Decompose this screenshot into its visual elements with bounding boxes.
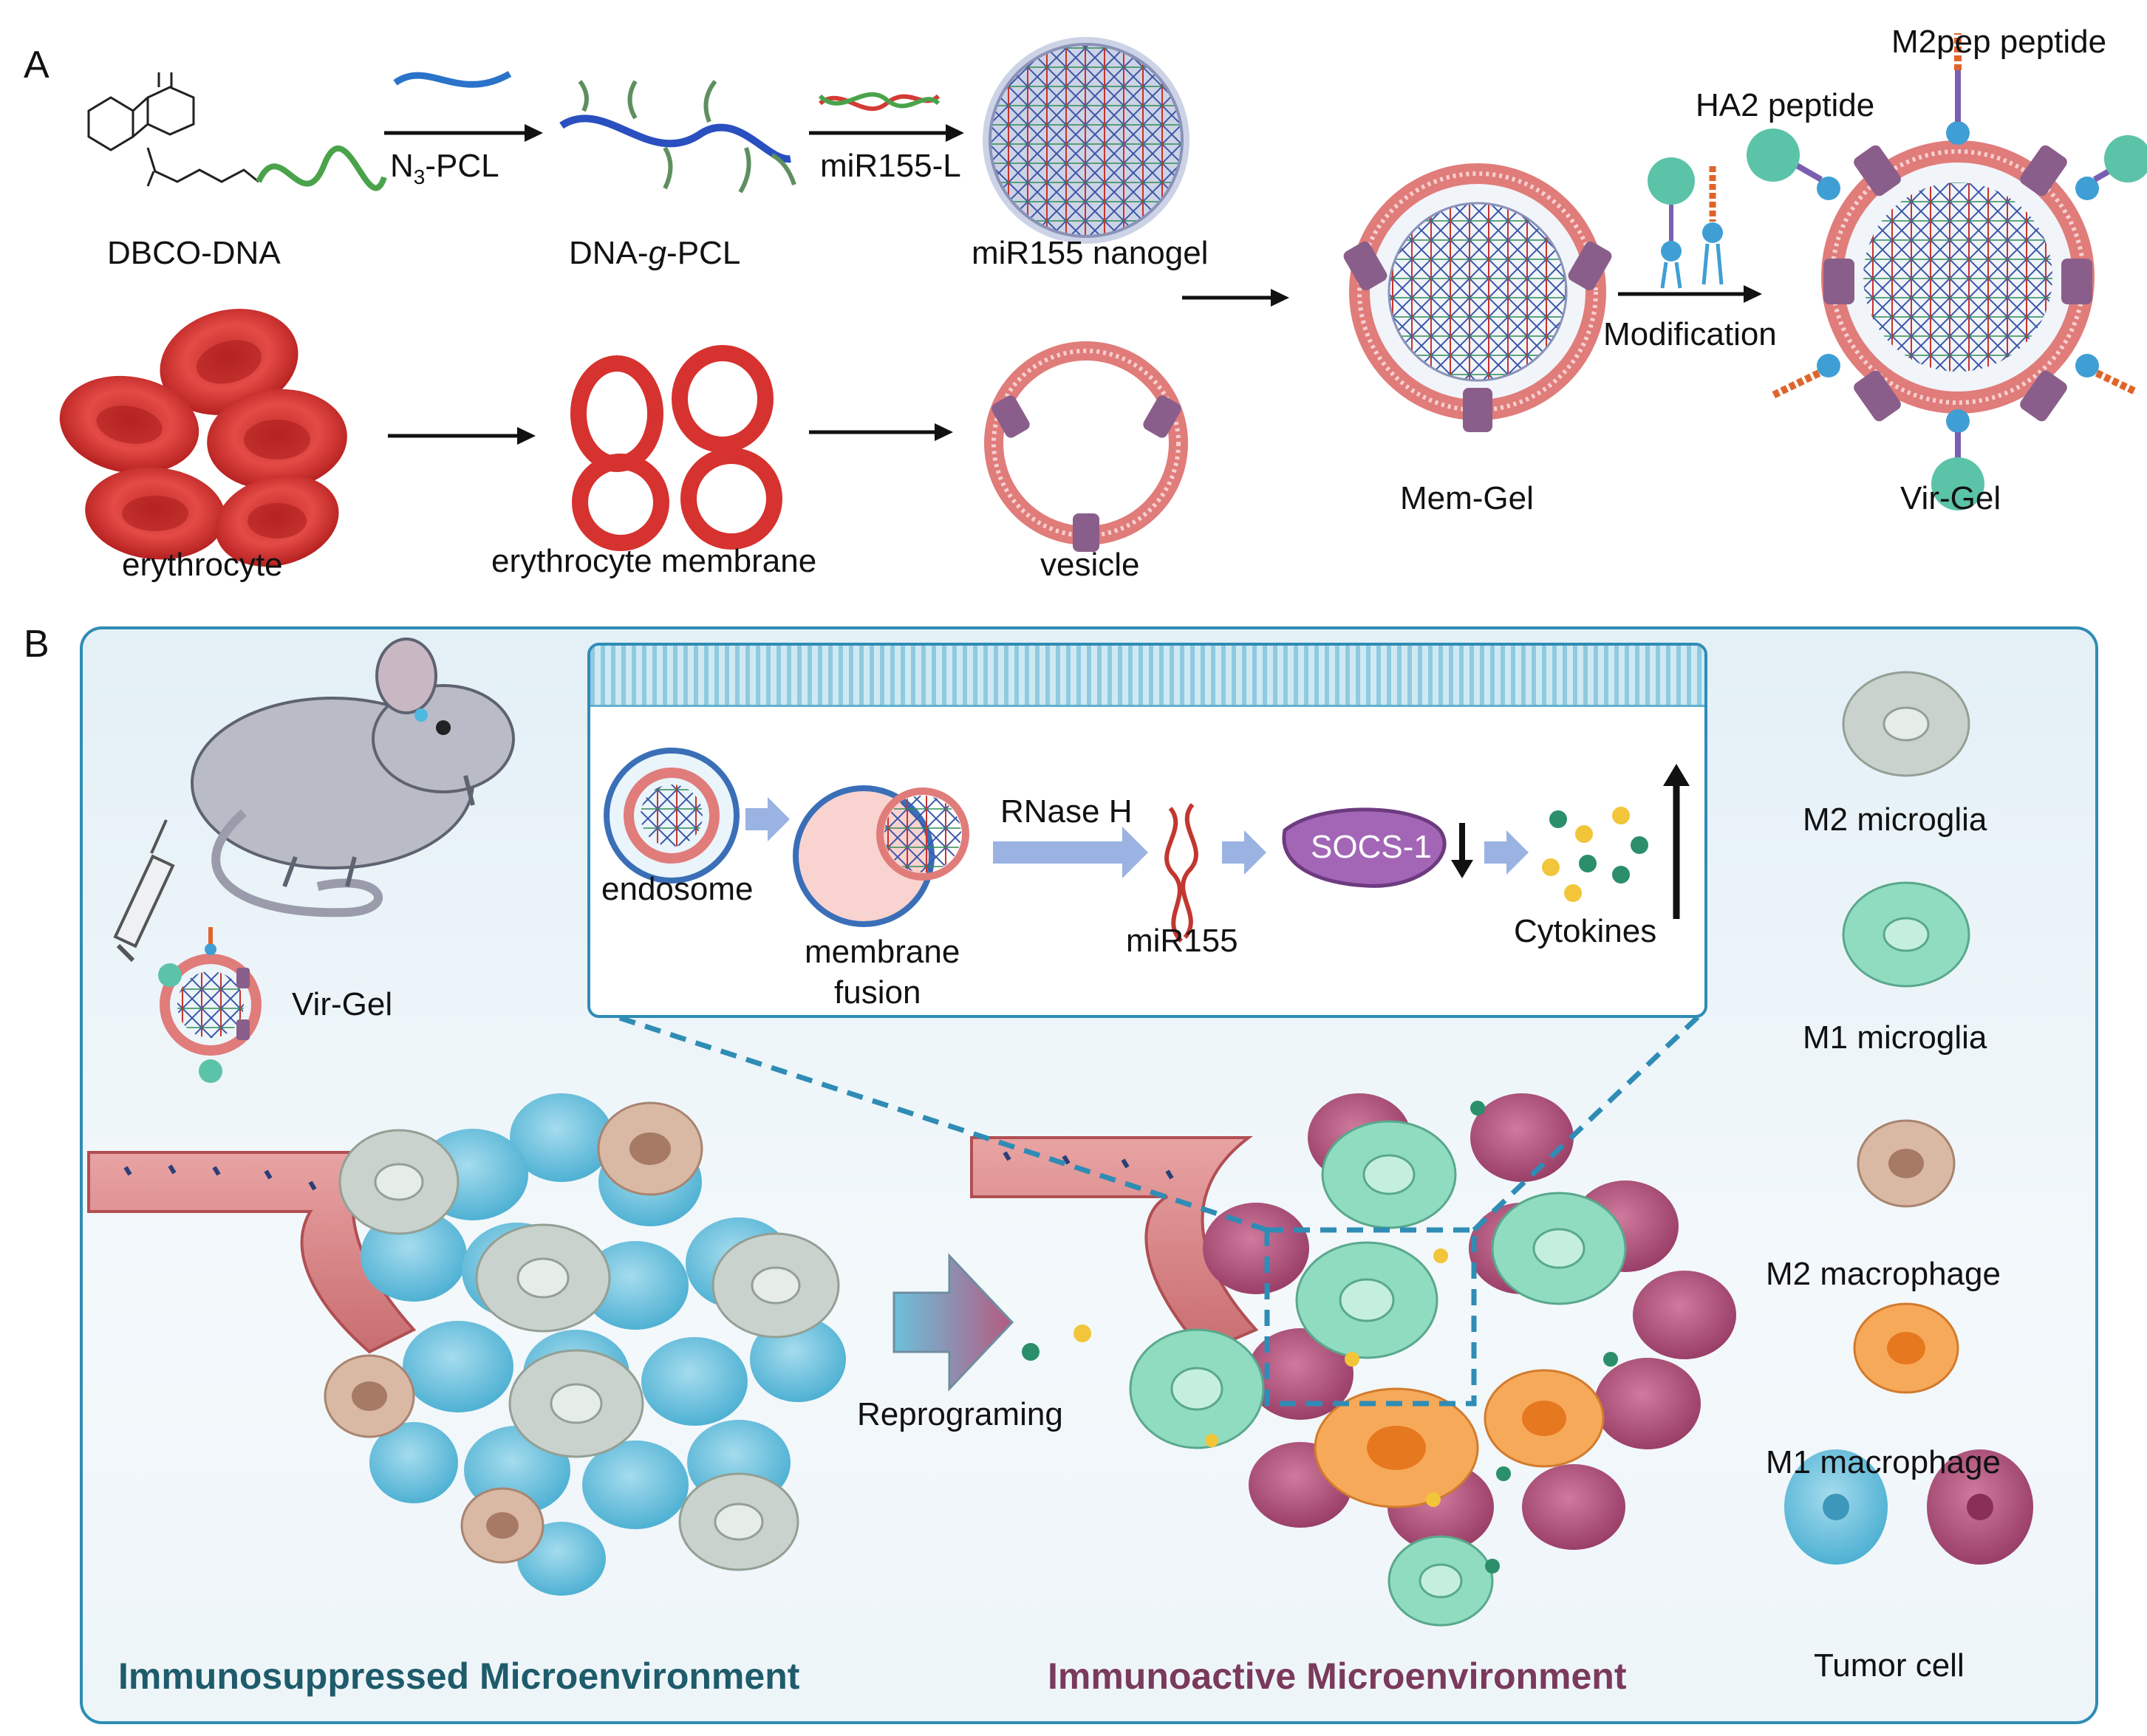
inset-arrow-2 [1222, 830, 1266, 875]
erythrocyte-label: erythrocyte [122, 547, 283, 583]
n3-pcl-curve [393, 71, 512, 88]
reprograming-label: Reprograming [857, 1396, 1063, 1432]
panel-a-label: A [24, 44, 50, 86]
arrow-a3 [388, 427, 536, 445]
inset-artwork [604, 748, 1690, 943]
panel-b-label: B [24, 623, 50, 666]
mir155-helix-icon [1164, 803, 1198, 943]
left-blood-vessel [87, 1151, 417, 1354]
vir-gel-small-label: Vir-Gel [292, 986, 393, 1022]
arrow-a4 [809, 423, 953, 441]
modification-reagents [1648, 157, 1724, 289]
vir-gel-large [1747, 33, 2147, 510]
mir155-nanogel [983, 37, 1189, 244]
right-blood-vessel [970, 1136, 1259, 1354]
dna-g-pcl-label: DNA-g-PCL [569, 235, 741, 271]
vir-gel-label: Vir-Gel [1900, 480, 2001, 516]
erythrocyte-membrane-rings [570, 345, 782, 551]
cytokine-dots [1542, 807, 1648, 902]
dbco-dna-structure [87, 72, 259, 187]
socs1-label: SOCS-1 [1311, 829, 1432, 865]
down-arrow-icon [1451, 823, 1473, 878]
legend-icons [1784, 671, 2033, 1565]
mir155-label: miR155 [1126, 923, 1238, 959]
immunosuppressed-title: Immunosuppressed Microenvironment [118, 1655, 800, 1697]
inset-arrow-1 [745, 797, 790, 841]
legend-m2-macrophage: M2 macrophage [1766, 1256, 2001, 1292]
legend-tumor-cell: Tumor cell [1814, 1647, 1965, 1684]
vir-gel-small [158, 927, 262, 1083]
dbco-dna-strand [256, 146, 387, 191]
mir155-l-helix [818, 92, 941, 112]
vesicle-label: vesicle [1040, 547, 1140, 583]
membrane-fusion-label-1: membrane [805, 934, 960, 970]
cell-membrane-band [590, 646, 1704, 707]
dna-g-pcl-structure [559, 80, 796, 194]
mir155-nanogel-label: miR155 nanogel [972, 235, 1209, 271]
rnase-h-arrow [993, 827, 1148, 878]
tumor-cluster-immunosuppressed [324, 1093, 846, 1596]
ha2-peptide-label: HA2 peptide [1696, 87, 1875, 123]
legend-m2-microglia: M2 microglia [1803, 802, 1987, 838]
legend-m1-macrophage: M1 macrophage [1766, 1444, 2001, 1480]
up-arrow-icon [1663, 764, 1690, 919]
erythrocyte-membrane-label: erythrocyte membrane [491, 543, 817, 579]
arrow-a2 [809, 124, 964, 142]
endosome-icon [604, 748, 740, 884]
mouse-illustration [191, 638, 515, 917]
mir155-l-label: miR155-L [820, 148, 961, 184]
tumor-cluster-immunoactive [1129, 1093, 1736, 1627]
socs1-blob [1282, 807, 1447, 888]
vesicle [984, 341, 1188, 552]
n3-pcl-label: N3-PCL [390, 148, 499, 188]
rnase-h-label: RNase H [1000, 793, 1133, 830]
syringe-icon [113, 819, 175, 963]
arrow-a1 [384, 124, 543, 142]
mem-gel [1343, 163, 1612, 432]
arrow-a6 [1618, 285, 1762, 303]
erythrocyte-cluster [59, 309, 347, 567]
legend-m1-microglia: M1 microglia [1803, 1019, 1987, 1056]
membrane-fusion-label-2: fusion [834, 974, 921, 1011]
mechanism-inset: endosome membrane fusion RNase H miR155 … [587, 643, 1707, 1018]
arrow-a5 [1182, 289, 1289, 307]
dbco-dna-label: DBCO-DNA [107, 235, 281, 271]
modification-label: Modification [1603, 316, 1777, 352]
endosome-label: endosome [601, 871, 754, 907]
mem-gel-label: Mem-Gel [1400, 480, 1534, 516]
immunoactive-title: Immunoactive Microenvironment [1048, 1655, 1627, 1697]
zoom-indicator [612, 1013, 1701, 1407]
reprograming-arrow [892, 1253, 1091, 1392]
cytokines-label: Cytokines [1514, 913, 1657, 949]
membrane-fusion-icon [793, 785, 969, 927]
inset-arrow-3 [1484, 830, 1529, 875]
m2pep-peptide-label: M2pep peptide [1891, 24, 2107, 60]
